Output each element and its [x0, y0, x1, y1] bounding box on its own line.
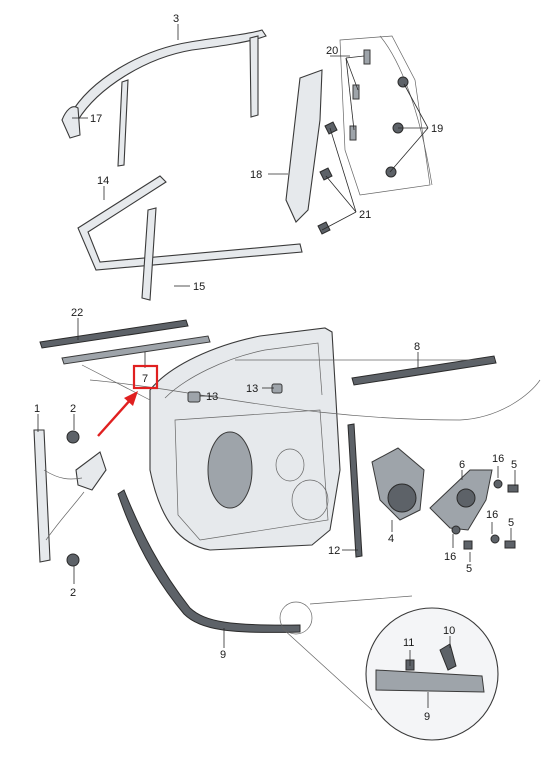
- callout-6: 6: [459, 459, 465, 471]
- callout-2-top: 2: [70, 403, 76, 415]
- callout-22: 22: [71, 307, 83, 319]
- window-frame-upper: [61, 29, 267, 167]
- window-motor: [371, 447, 425, 521]
- callout-17: 17: [90, 113, 102, 125]
- highlight-arrow-head: [124, 391, 138, 406]
- callout-16-a: 16: [492, 453, 504, 465]
- callout-18: 18: [250, 169, 262, 181]
- callout-11: 11: [403, 637, 414, 649]
- bolts-and-washers: [451, 479, 519, 550]
- window-regulator: [33, 429, 107, 567]
- callout-4: 4: [388, 533, 394, 545]
- callout-19: 19: [431, 123, 443, 135]
- clip-13: [187, 383, 283, 403]
- guide-rail: [347, 423, 363, 558]
- callout-21: 21: [359, 209, 371, 221]
- callout-9-detail: 9: [424, 711, 430, 723]
- callout-20: 20: [326, 45, 338, 57]
- window-channel-lower: [77, 175, 303, 301]
- pillar-trim-assembly: [285, 35, 433, 235]
- callout-10: 10: [443, 625, 455, 637]
- callout-3: 3: [173, 13, 179, 25]
- callout-9-main: 9: [220, 649, 226, 661]
- callout-1: 1: [34, 403, 40, 415]
- door-shell: [81, 327, 541, 551]
- callout-14: 14: [97, 175, 109, 187]
- callout-2-bottom: 2: [70, 587, 76, 599]
- highlight-arrow: [97, 397, 133, 437]
- highlight-part-7: [97, 364, 159, 437]
- callout-16-b: 16: [486, 509, 498, 521]
- motor-bracket: [429, 469, 493, 531]
- callout-16-c: 16: [444, 551, 456, 563]
- door-lower-trim: [117, 489, 499, 741]
- seal-strips: [39, 319, 497, 386]
- callout-13b: 13: [246, 383, 258, 395]
- highlight-box: [132, 364, 159, 390]
- callout-15: 15: [193, 281, 205, 293]
- callout-5-b: 5: [508, 517, 514, 529]
- callout-7: 7: [142, 373, 148, 385]
- leader-lines: [37, 24, 516, 708]
- callout-5-c: 5: [466, 563, 472, 575]
- callout-12: 12: [328, 545, 340, 557]
- callout-5-a: 5: [511, 459, 517, 471]
- callout-13: 13: [206, 391, 218, 403]
- callout-8: 8: [414, 341, 420, 353]
- callout-labels: 3 17 14 15 20 19 18 21 22 7 8 13 13 1 2 …: [34, 13, 517, 723]
